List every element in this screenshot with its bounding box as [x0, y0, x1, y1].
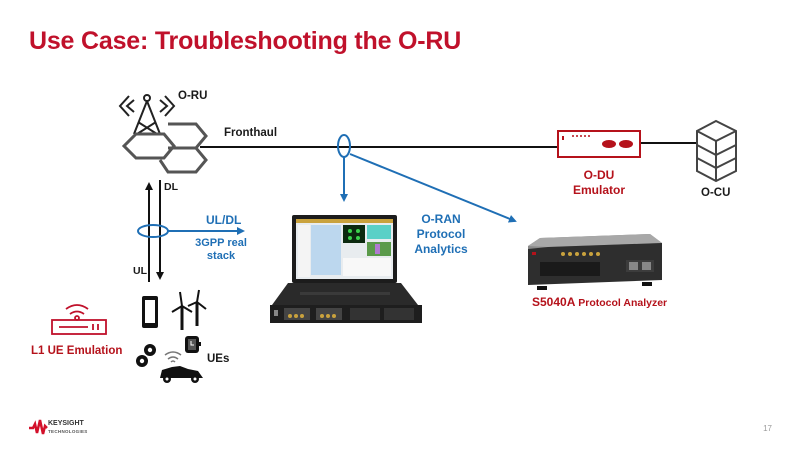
tap-arrow-to-analyzer — [349, 153, 517, 223]
keysight-logo-text: KEYSIGHT TECHNOLOGIES — [48, 420, 88, 436]
company-tagline: TECHNOLOGIES — [48, 429, 88, 434]
l1-ue-emulation-label: L1 UE Emulation — [31, 345, 123, 357]
s5040a-description: Protocol Analyzer — [578, 297, 668, 309]
air-tap-ellipse — [137, 224, 169, 238]
wifi-signal-icon — [164, 351, 182, 363]
odu-label-line2: Emulator — [572, 183, 625, 197]
fronthaul-label: Fronthaul — [224, 127, 278, 139]
s5040a-label: S5040A Protocol Analyzer — [532, 295, 667, 309]
server-stack-icon — [696, 119, 737, 183]
laptop-analyzer-image — [270, 215, 422, 323]
ocu-label: O-CU — [701, 187, 731, 199]
s5040a-model: S5040A — [532, 295, 575, 309]
oran-label-line3: Analytics — [414, 242, 468, 256]
wind-turbine-icon — [171, 289, 207, 330]
keysight-logo-icon — [29, 419, 48, 435]
oru-label: O-RU — [178, 90, 208, 102]
cell-tower-icon — [118, 94, 176, 135]
gears-icon — [136, 344, 156, 367]
slide-title: Use Case: Troubleshooting the O-RU — [29, 27, 462, 55]
hexagon-cells-icon — [121, 122, 208, 174]
l1-ue-emulator-icon — [51, 304, 107, 335]
dl-label: DL — [164, 181, 178, 193]
page-number: 17 — [763, 424, 772, 433]
odu-emulator-label: O-DU Emulator — [566, 168, 632, 198]
ul-label: UL — [133, 265, 147, 277]
smartwatch-icon — [185, 336, 201, 353]
ul-dl-tap-label: UL/DL — [206, 213, 242, 227]
oran-analytics-label: O-RAN Protocol Analytics — [406, 212, 476, 257]
odu-label-line1: O-DU — [583, 168, 615, 182]
company-name: KEYSIGHT — [48, 420, 84, 427]
oran-label-line1: O-RAN — [421, 212, 461, 226]
odu-emulator-device-icon — [557, 130, 641, 158]
3gpp-stack-label: 3GPP real stack — [192, 237, 250, 263]
car-icon — [160, 366, 203, 383]
smartphone-icon — [142, 296, 158, 328]
ues-label: UEs — [207, 353, 230, 365]
s5040a-analyzer-image — [528, 234, 662, 290]
3gpp-stack-line1: 3GPP real — [195, 237, 247, 249]
3gpp-stack-line2: stack — [206, 250, 236, 262]
oran-label-line2: Protocol — [416, 227, 466, 241]
